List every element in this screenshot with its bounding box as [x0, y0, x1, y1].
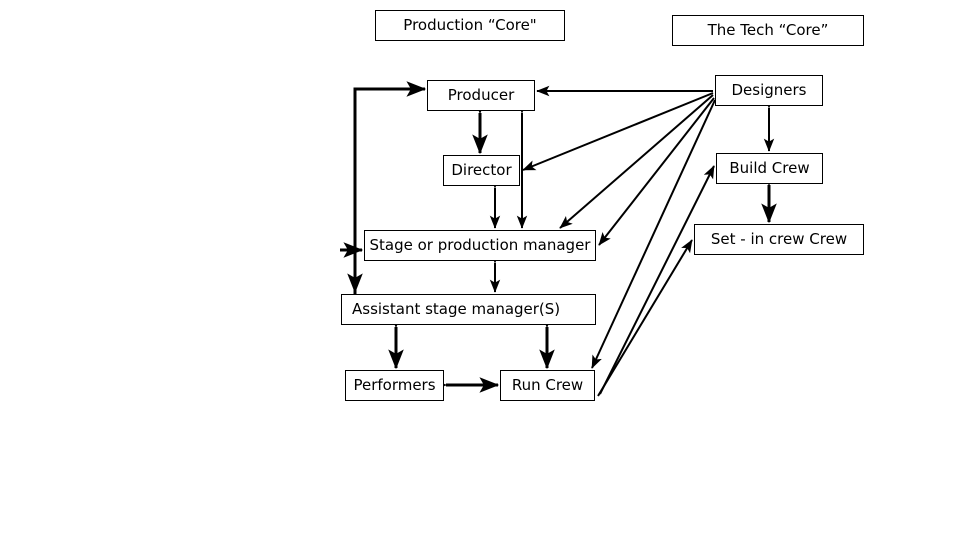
group-title-production-core: Production “Core"	[375, 10, 565, 41]
group-title-production-core-label: Production “Core"	[403, 16, 537, 34]
node-run-crew-label: Run Crew	[511, 376, 584, 394]
node-run-crew[interactable]: Run Crew	[500, 370, 595, 401]
node-build-crew-label: Build Crew	[729, 159, 810, 177]
node-performers-label: Performers	[353, 376, 436, 394]
node-designers[interactable]: Designers	[715, 75, 823, 106]
node-set-in-crew[interactable]: Set - in crew Crew	[694, 224, 864, 255]
node-stage-manager-label: Stage or production manager	[369, 236, 591, 254]
edge-run-crew-build-crew	[599, 165, 715, 395]
node-set-in-crew-label: Set - in crew Crew	[710, 230, 848, 248]
node-performers[interactable]: Performers	[345, 370, 444, 401]
edge-run-crew-set-in-crew	[597, 239, 693, 397]
edge-designers-stage-manager-b	[598, 97, 715, 246]
group-title-tech-core-label: The Tech “Core”	[707, 21, 829, 39]
node-producer-label: Producer	[447, 86, 515, 104]
node-producer[interactable]: Producer	[427, 80, 535, 111]
group-title-tech-core: The Tech “Core”	[672, 15, 864, 46]
node-assistant-stage-manager[interactable]: Assistant stage manager(S)	[341, 294, 596, 325]
edge-designers-stage-manager-a	[559, 94, 714, 229]
node-director[interactable]: Director	[443, 155, 520, 186]
node-stage-manager[interactable]: Stage or production manager	[364, 230, 596, 261]
edge-stage-manager-feedback-producer	[340, 81, 427, 295]
node-build-crew[interactable]: Build Crew	[716, 153, 823, 184]
node-designers-label: Designers	[731, 81, 807, 99]
edge-designers-director	[522, 92, 714, 171]
node-assistant-stage-manager-label: Assistant stage manager(S)	[352, 300, 561, 318]
node-director-label: Director	[451, 161, 512, 179]
